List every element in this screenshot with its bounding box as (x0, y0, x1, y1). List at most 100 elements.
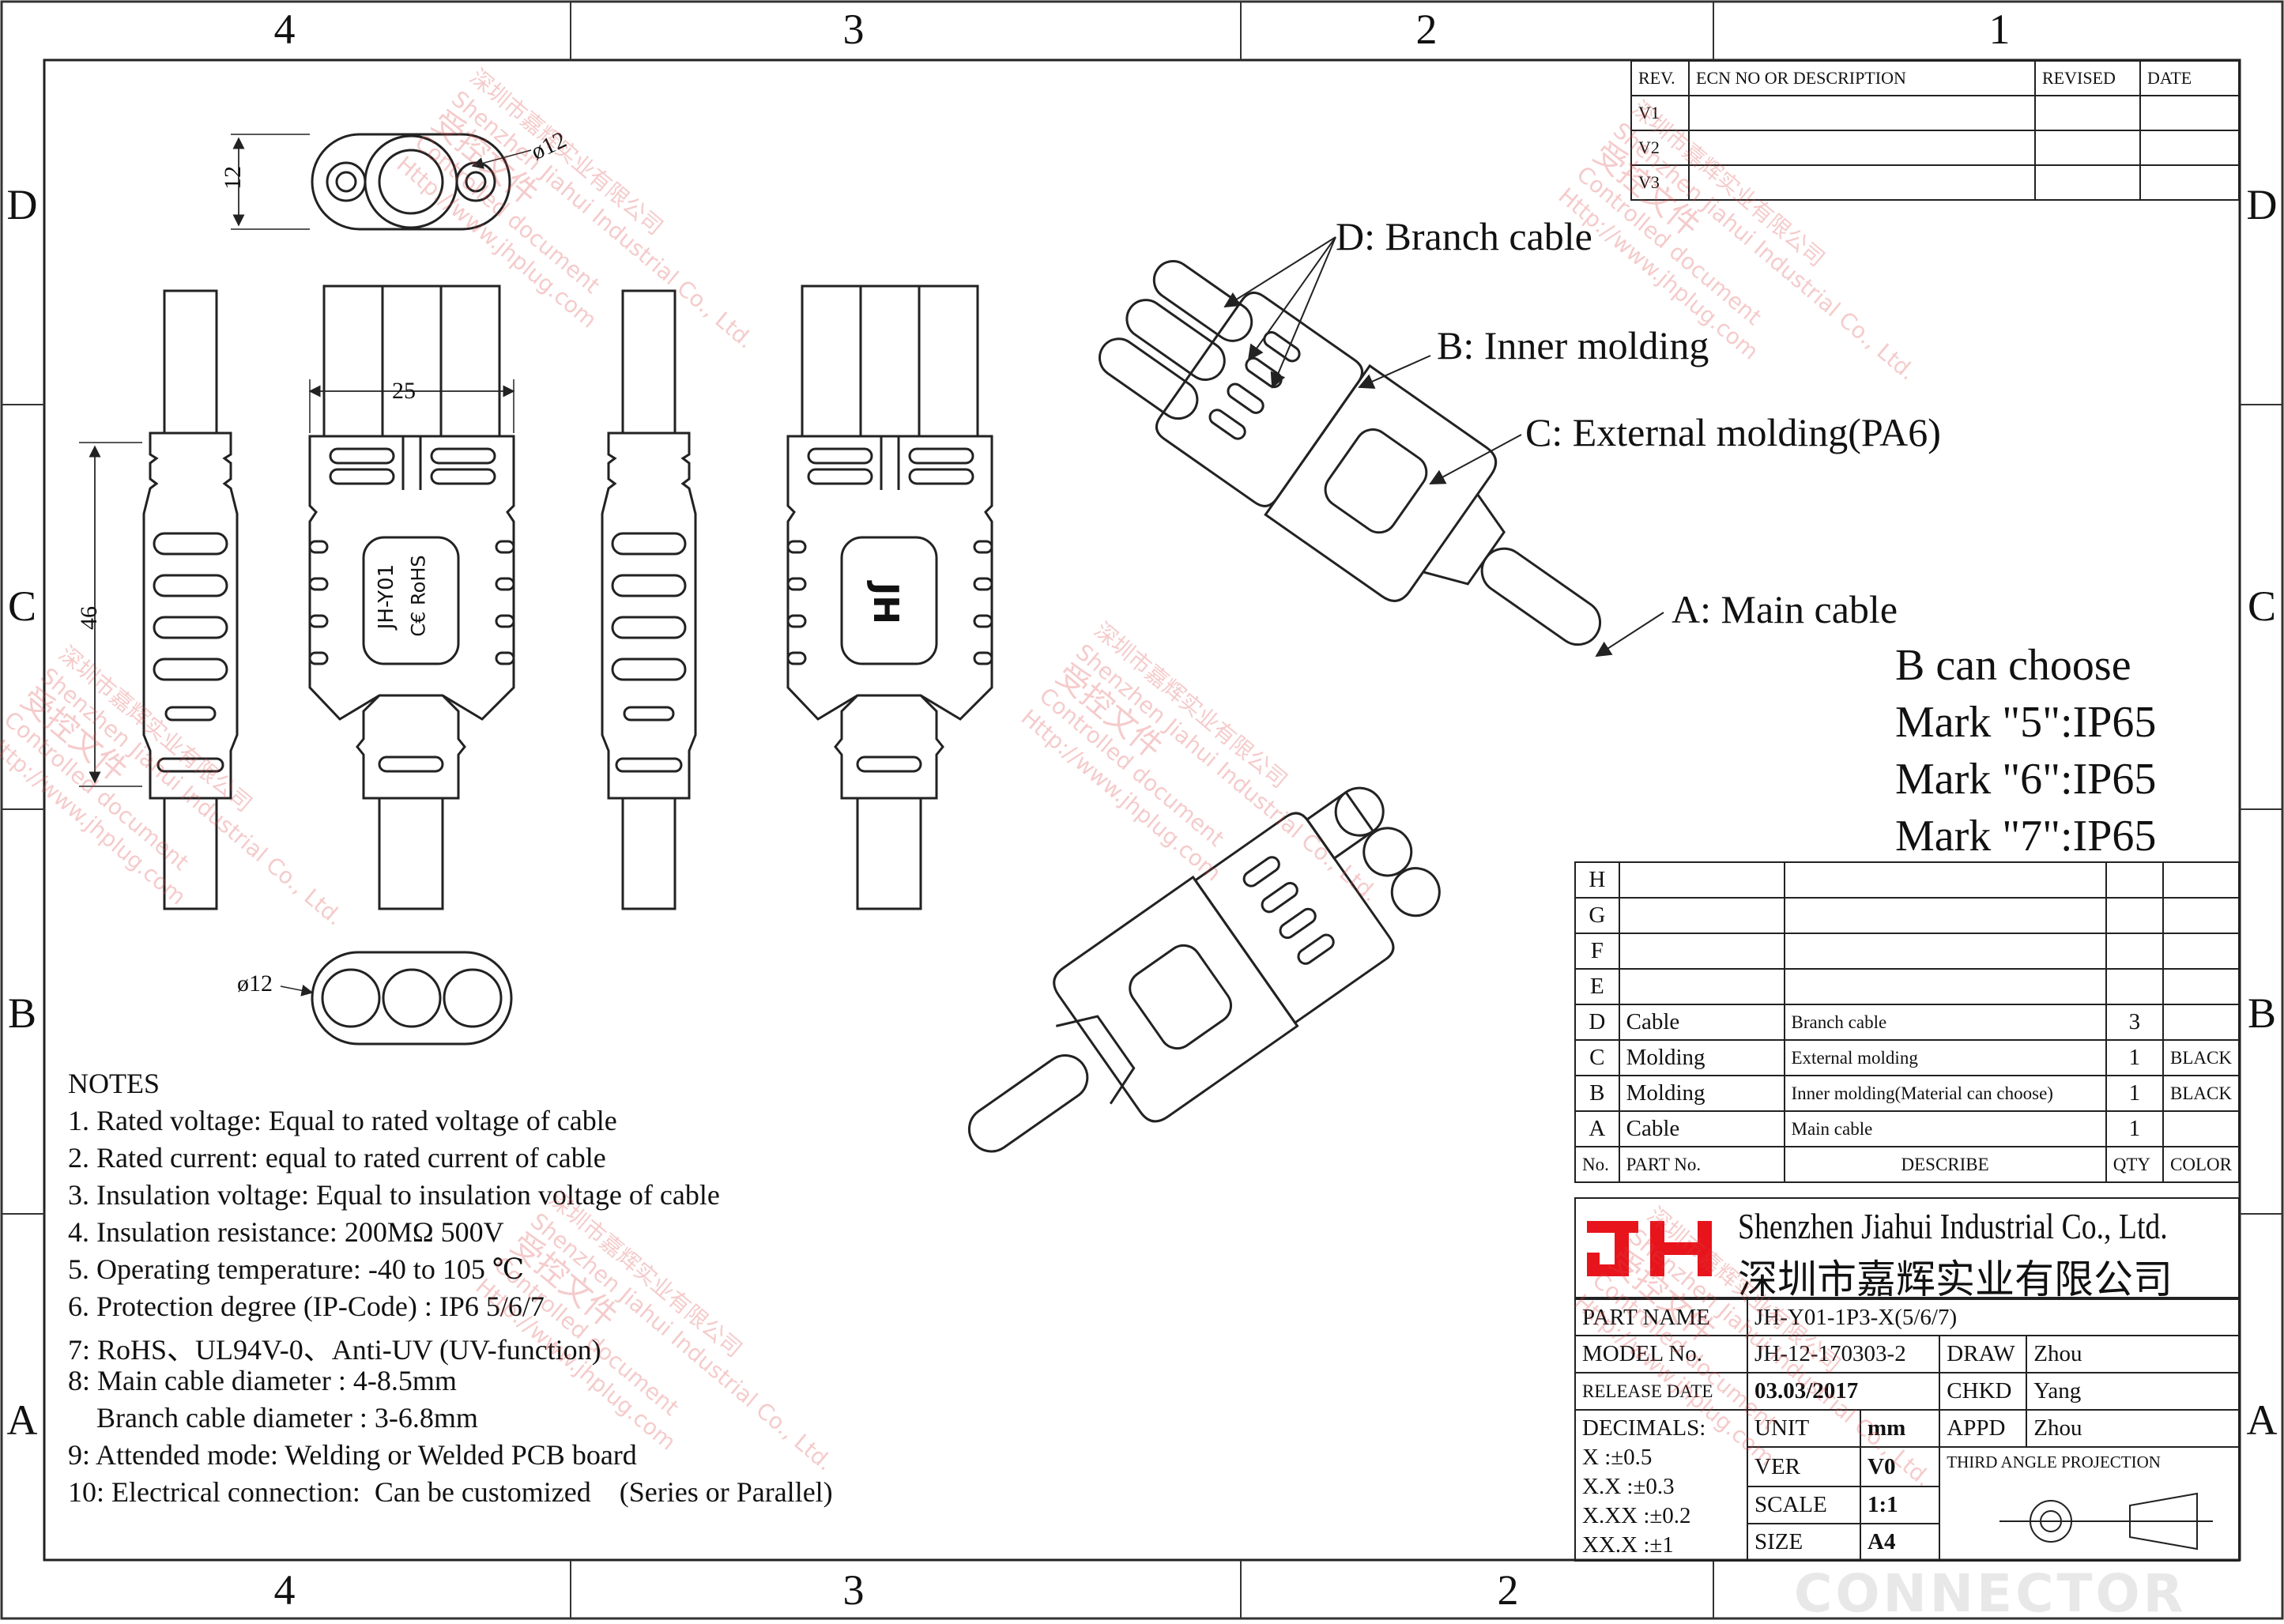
cert-marking: C€ RoHS (407, 555, 430, 637)
bom-table: H G F E D Cable Branch cable 3 C Molding… (1574, 861, 2240, 1183)
bom-no: E (1574, 968, 1620, 1005)
bom-qty: 3 (2105, 1004, 2165, 1041)
callout-external-molding: C: External molding(PA6) (1525, 410, 1941, 454)
top-view (231, 133, 532, 231)
callout-main-cable: A: Main cable (1672, 587, 1898, 631)
callout-branch-cable: D: Branch cable (1336, 214, 1592, 258)
bom-header-row: No. PART No. DESCRIBE QTY COLOR (1574, 1146, 2240, 1183)
title-row-scale: SCALE 1:1 (1575, 1486, 2239, 1524)
zone-col-3-bottom: 3 (842, 1566, 865, 1614)
note-line: 10: Electrical connection: Can be custom… (68, 1476, 833, 1508)
note-line: 7: RoHS、UL94V-0、Anti-UV (UV-function) (68, 1334, 601, 1366)
title-block: PART NAME JH-Y01-1P3-X(5/6/7) MODEL No. … (1574, 1298, 2240, 1562)
decimals-xxx: X.XX :±0.2 (1582, 1503, 1691, 1528)
bom-part: Molding (1618, 1075, 1785, 1112)
part-name-value: JH-Y01-1P3-X(5/6/7) (1747, 1298, 2240, 1336)
jh-logo-icon (1587, 1221, 1712, 1276)
bom-describe: Inner molding(Material can choose) (1783, 1075, 2107, 1112)
note-line: 6. Protection degree (IP-Code) : IP6 5/6… (68, 1291, 545, 1322)
bom-no: A (1574, 1110, 1620, 1147)
title-row-model: MODEL No. JH-12-170303-2 DRAW Zhou (1574, 1335, 2240, 1373)
dim-height-12: 12 (220, 166, 246, 190)
ecn-header: ECN NO OR DESCRIPTION (1688, 60, 2036, 96)
bom-row: C Molding External molding 1 BLACK (1574, 1039, 2240, 1076)
bom-no: B (1574, 1075, 1620, 1112)
bom-no: F (1574, 933, 1620, 970)
bom-header-part: PART No. (1618, 1146, 1785, 1183)
bom-row: F (1574, 933, 2240, 970)
bom-no: G (1574, 897, 1620, 934)
rev-header: REV. (1630, 60, 1690, 96)
side-view-2 (601, 289, 697, 910)
ver-label: VER (1747, 1446, 1861, 1487)
projection-label: THIRD ANGLE PROJECTION (1939, 1446, 2240, 1562)
zone-row-c-right: C (2247, 582, 2277, 630)
date-header: DATE (2139, 60, 2240, 96)
bom-describe: Main cable (1783, 1110, 2107, 1147)
zone-row-d: D (6, 181, 38, 228)
revision-table: REV. ECN NO OR DESCRIPTION REVISED DATE … (1630, 60, 2240, 201)
revision-header-row: REV. ECN NO OR DESCRIPTION REVISED DATE (1630, 60, 2240, 96)
revised-header: REVISED (2034, 60, 2141, 96)
dim-height-46: 46 (76, 606, 102, 630)
chkd-value: Yang (2026, 1372, 2240, 1411)
bom-qty: 1 (2105, 1110, 2165, 1147)
zone-row-b-right: B (2247, 989, 2277, 1037)
title-row-ver: VER V0 THIRD ANGLE PROJECTION (1575, 1446, 2240, 1562)
revision-row: V2 (1630, 130, 2240, 166)
bom-color (2162, 1004, 2240, 1041)
zone-col-2-bottom: 2 (1497, 1566, 1519, 1614)
bom-describe: External molding (1783, 1039, 2107, 1076)
bom-part: Cable (1618, 1110, 1785, 1147)
ver-value: V0 (1859, 1446, 1941, 1487)
bom-header-color: COLOR (2162, 1146, 2240, 1183)
zone-row-c: C (7, 582, 37, 630)
draw-label: DRAW (1939, 1335, 2028, 1373)
note-line: 3. Insulation voltage: Equal to insulati… (68, 1179, 720, 1211)
appd-value: Zhou (2026, 1409, 2240, 1448)
appd-label: APPD (1939, 1409, 2028, 1448)
callout-inner-molding: B: Inner molding (1437, 323, 1709, 367)
rev-cell: V3 (1630, 164, 1690, 201)
bom-no: C (1574, 1039, 1620, 1076)
chkd-label: CHKD (1939, 1372, 2028, 1411)
iso-view-1 (1098, 260, 1602, 646)
title-row-part-name: PART NAME JH-Y01-1P3-X(5/6/7) (1574, 1298, 2240, 1336)
b-choice-line: Mark "6":IP65 (1895, 755, 2157, 804)
bom-part: Cable (1618, 1004, 1785, 1041)
size-label: SIZE (1747, 1523, 1861, 1562)
title-row-size: SIZE A4 (1575, 1523, 2239, 1562)
footer-brand-watermark: CONNECTOR (1794, 1563, 2187, 1624)
dim-width-25: 25 (392, 378, 416, 404)
bom-row: E (1574, 968, 2240, 1005)
front-view (308, 284, 515, 910)
note-line: 5. Operating temperature: -40 to 105 ℃ (68, 1253, 525, 1285)
note-line: 2. Rated current: equal to rated current… (68, 1142, 606, 1174)
dim-diameter-bottom: ø12 (237, 970, 273, 997)
side-view-1 (79, 289, 239, 910)
company-name-cn: 深圳市嘉辉实业有限公司 (1738, 1257, 2173, 1302)
b-choice-line: Mark "5":IP65 (1895, 698, 2157, 747)
decimals-label: DECIMALS: (1582, 1415, 1706, 1441)
bom-color: BLACK (2162, 1075, 2240, 1112)
company-logo (1579, 1199, 1737, 1294)
bom-row: B Molding Inner molding(Material can cho… (1574, 1075, 2240, 1112)
rev-cell: V2 (1630, 130, 1690, 166)
company-name-en: Shenzhen Jiahui Industrial Co., Ltd. (1738, 1206, 2168, 1246)
zone-row-d-right: D (2246, 181, 2278, 228)
bom-qty: 1 (2105, 1075, 2165, 1112)
bom-part: Molding (1618, 1039, 1785, 1076)
b-choice-title: B can choose (1895, 641, 2131, 690)
bom-qty: 1 (2105, 1039, 2165, 1076)
bom-color: BLACK (2162, 1039, 2240, 1076)
note-line: 4. Insulation resistance: 200MΩ 500V (68, 1216, 504, 1248)
revision-row: V1 (1630, 95, 2240, 131)
bom-color (2162, 1110, 2240, 1147)
notes-title: NOTES (68, 1068, 160, 1099)
model-value: JH-12-170303-2 (1746, 1335, 1941, 1373)
bom-row: A Cable Main cable 1 (1574, 1110, 2240, 1147)
bom-no: D (1574, 1004, 1620, 1041)
bom-row: G (1574, 897, 2240, 934)
zone-row-a: A (6, 1396, 38, 1444)
